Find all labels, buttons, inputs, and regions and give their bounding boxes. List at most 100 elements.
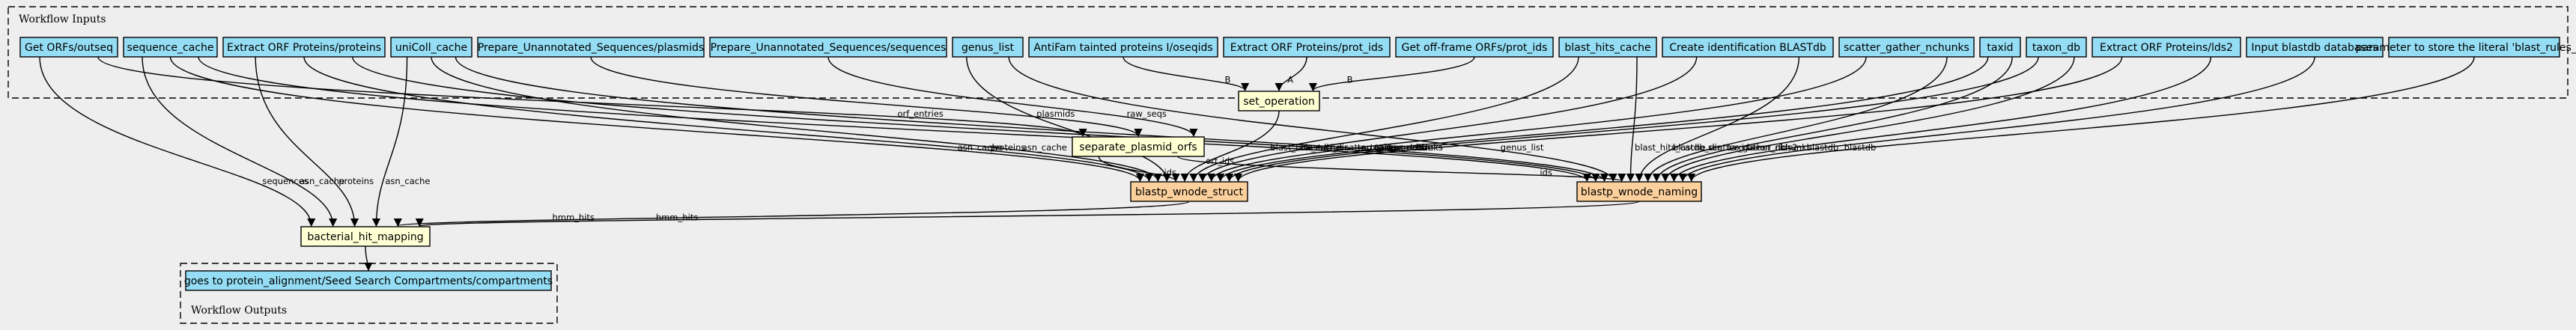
edge-label: asn_cache [1388,142,1433,153]
node-label: blastp_wnode_naming [1581,186,1698,198]
edge-label: plasmids [1036,109,1075,119]
node-get-orfs[interactable]: Get ORFs/outseq [19,37,118,58]
edge-extract-lds2-to-blastp-wnode-naming [1670,56,2212,183]
edge-label: asn_cache [1022,142,1067,153]
edge-label: lds2 [1780,142,1798,153]
edges-layer [39,56,2475,272]
node-box [1558,37,1657,58]
node-input-blastdb[interactable]: Input blastdb databases [2246,37,2384,58]
edge-extract-proteins-to-blastp-wnode-struct [303,56,1153,183]
edge-labels-layer: sequencesorf_entriesasn_cacheasn_cachepr… [262,74,1876,222]
node-box [1576,181,1702,202]
edge-prep-plasmids-to-separate-plasmid-orfs [590,56,1143,138]
node-box [477,37,705,58]
node-blast-hits-cache[interactable]: blast_hits_cache [1558,37,1657,58]
node-label: sequence_cache [127,42,214,54]
node-box [185,270,552,291]
node-set-operation[interactable]: set_operation [1238,91,1320,111]
edge-label: ids [1164,167,1176,177]
node-genus-list[interactable]: genus_list [952,37,1024,58]
node-label: Create identification BLASTdb [1669,42,1826,54]
node-label: Get off-frame ORFs/prot_ids [1402,42,1548,54]
edge-label: raw_seqs [1127,109,1167,119]
edge-set-operation-to-blastp-wnode-struct [1180,110,1280,183]
edge-uniColl-cache-to-blastp-wnode-struct [431,56,1162,183]
edge-input-blastdb-to-blastp-wnode-naming [1678,56,2315,183]
edge-extract-prot-ids-to-set-operation [1275,56,1307,92]
edge-blastp-wnode-struct-to-bacterial-hit-mapping [394,201,1190,227]
node-antifam[interactable]: AntiFam tainted proteins I/oseqids [1028,37,1218,58]
edge-extract-proteins-to-bacterial-hit-mapping [255,56,359,227]
node-box [2092,37,2241,58]
edge-label: scatter_gather_nchunks [1340,142,1443,153]
workflow-outputs-cluster: Workflow Outputs [180,263,558,324]
edge-antifam-to-set-operation [1123,56,1250,92]
node-box [2388,37,2560,58]
node-extract-proteins[interactable]: Extract ORF Proteins/proteins [222,37,386,58]
edge-uniColl-cache-to-blastp-wnode-naming [455,56,1609,183]
node-label: set_operation [1243,96,1315,108]
node-prep-sequences[interactable]: Prepare_Unannotated_Sequences/sequences [709,37,947,58]
edge-label: hmm_hits [552,212,594,222]
node-extract-lds2[interactable]: Extract ORF Proteins/lds2 [2092,37,2241,58]
node-output-compartments[interactable]: goes to protein_alignment/Seed Search Co… [184,270,553,291]
edge-label: blastdb [1844,142,1877,153]
node-label: bacterial_hit_mapping [307,231,423,243]
edge-label: blastdb_dir [1300,142,1348,153]
edge-label: blast_hits_cache [1635,142,1706,153]
node-box [1395,37,1554,58]
edge-sequence-cache-to-bacterial-hit-mapping [142,56,338,227]
node-blastp-wnode-naming[interactable]: blastp_wnode_naming [1576,181,1702,202]
edge-genus-list-to-blastp-wnode-naming [1008,56,1617,183]
edge-label: taxon_db [1746,142,1786,153]
node-sequence-cache[interactable]: sequence_cache [123,37,218,58]
edge-label: proteins [991,142,1026,153]
edge-label: orf_entries [898,109,944,119]
node-label: blastp_wnode_struct [1135,186,1244,198]
edge-sequence-cache-to-blastp-wnode-struct [169,56,1144,183]
edge-label: blastdb_dir [1673,142,1721,153]
edge-separate-plasmid-orfs-to-blastp-wnode-struct [1098,156,1180,183]
node-create-blastdb[interactable]: Create identification BLASTdb [1662,37,1834,58]
edge-label: asn_cache [300,176,344,186]
node-label: blast_hits_cache [1564,42,1650,54]
edge-label: blastdb [1807,142,1839,153]
edge-extract-proteins-to-blastp-wnode-naming [352,56,1600,183]
edge-label: orf_ids [1206,156,1234,166]
node-box [2246,37,2384,58]
node-taxid[interactable]: taxid [1979,37,2021,58]
edge-label: B [1225,74,1231,85]
edge-param-literal-to-blastp-wnode-naming [1687,56,2475,183]
node-blastp-wnode-struct[interactable]: blastp_wnode_struct [1130,181,1248,202]
node-label: scatter_gather_nchunks [1844,42,1969,54]
node-param-literal[interactable]: parameter to store the literal 'blast_ru… [2356,37,2576,58]
node-box [1838,37,1975,58]
node-prep-plasmids[interactable]: Prepare_Unannotated_Sequences/plasmids [477,37,705,58]
edge-taxon-db-to-blastp-wnode-naming [1661,56,2075,183]
node-scatter-gather[interactable]: scatter_gather_nchunks [1838,37,1975,58]
node-get-offframe[interactable]: Get off-frame ORFs/prot_ids [1395,37,1554,58]
node-box [300,226,431,247]
edge-get-offframe-to-set-operation [1308,56,1475,92]
edge-separate-plasmid-orfs-to-blastp-wnode-naming [1177,156,1626,183]
node-label: Extract ORF Proteins/lds2 [2100,42,2233,54]
node-taxon-db[interactable]: taxon_db [2026,37,2087,58]
node-box [1979,37,2021,58]
node-uniColl-cache[interactable]: uniColl_cache [390,37,473,58]
node-box [123,37,218,58]
edge-label: taxon_db [1387,142,1427,153]
edge-blast-hits-cache-to-blastp-wnode-struct [1189,56,1579,183]
node-box [952,37,1024,58]
node-box [1130,181,1248,202]
node-separate-plasmid-orfs[interactable]: separate_plasmid_orfs [1072,136,1205,157]
node-label: Extract ORF Proteins/prot_ids [1230,42,1383,54]
node-label: uniColl_cache [395,42,467,54]
node-box [1223,37,1391,58]
edge-label: taxid [1728,142,1749,153]
edge-scatter-gather-to-blastp-wnode-naming [1644,56,1948,183]
node-bacterial-hit-mapping[interactable]: bacterial_hit_mapping [300,226,431,247]
node-extract-prot-ids[interactable]: Extract ORF Proteins/prot_ids [1223,37,1391,58]
edge-label: ids [1540,167,1552,177]
edge-label: genus_list [1501,142,1544,153]
